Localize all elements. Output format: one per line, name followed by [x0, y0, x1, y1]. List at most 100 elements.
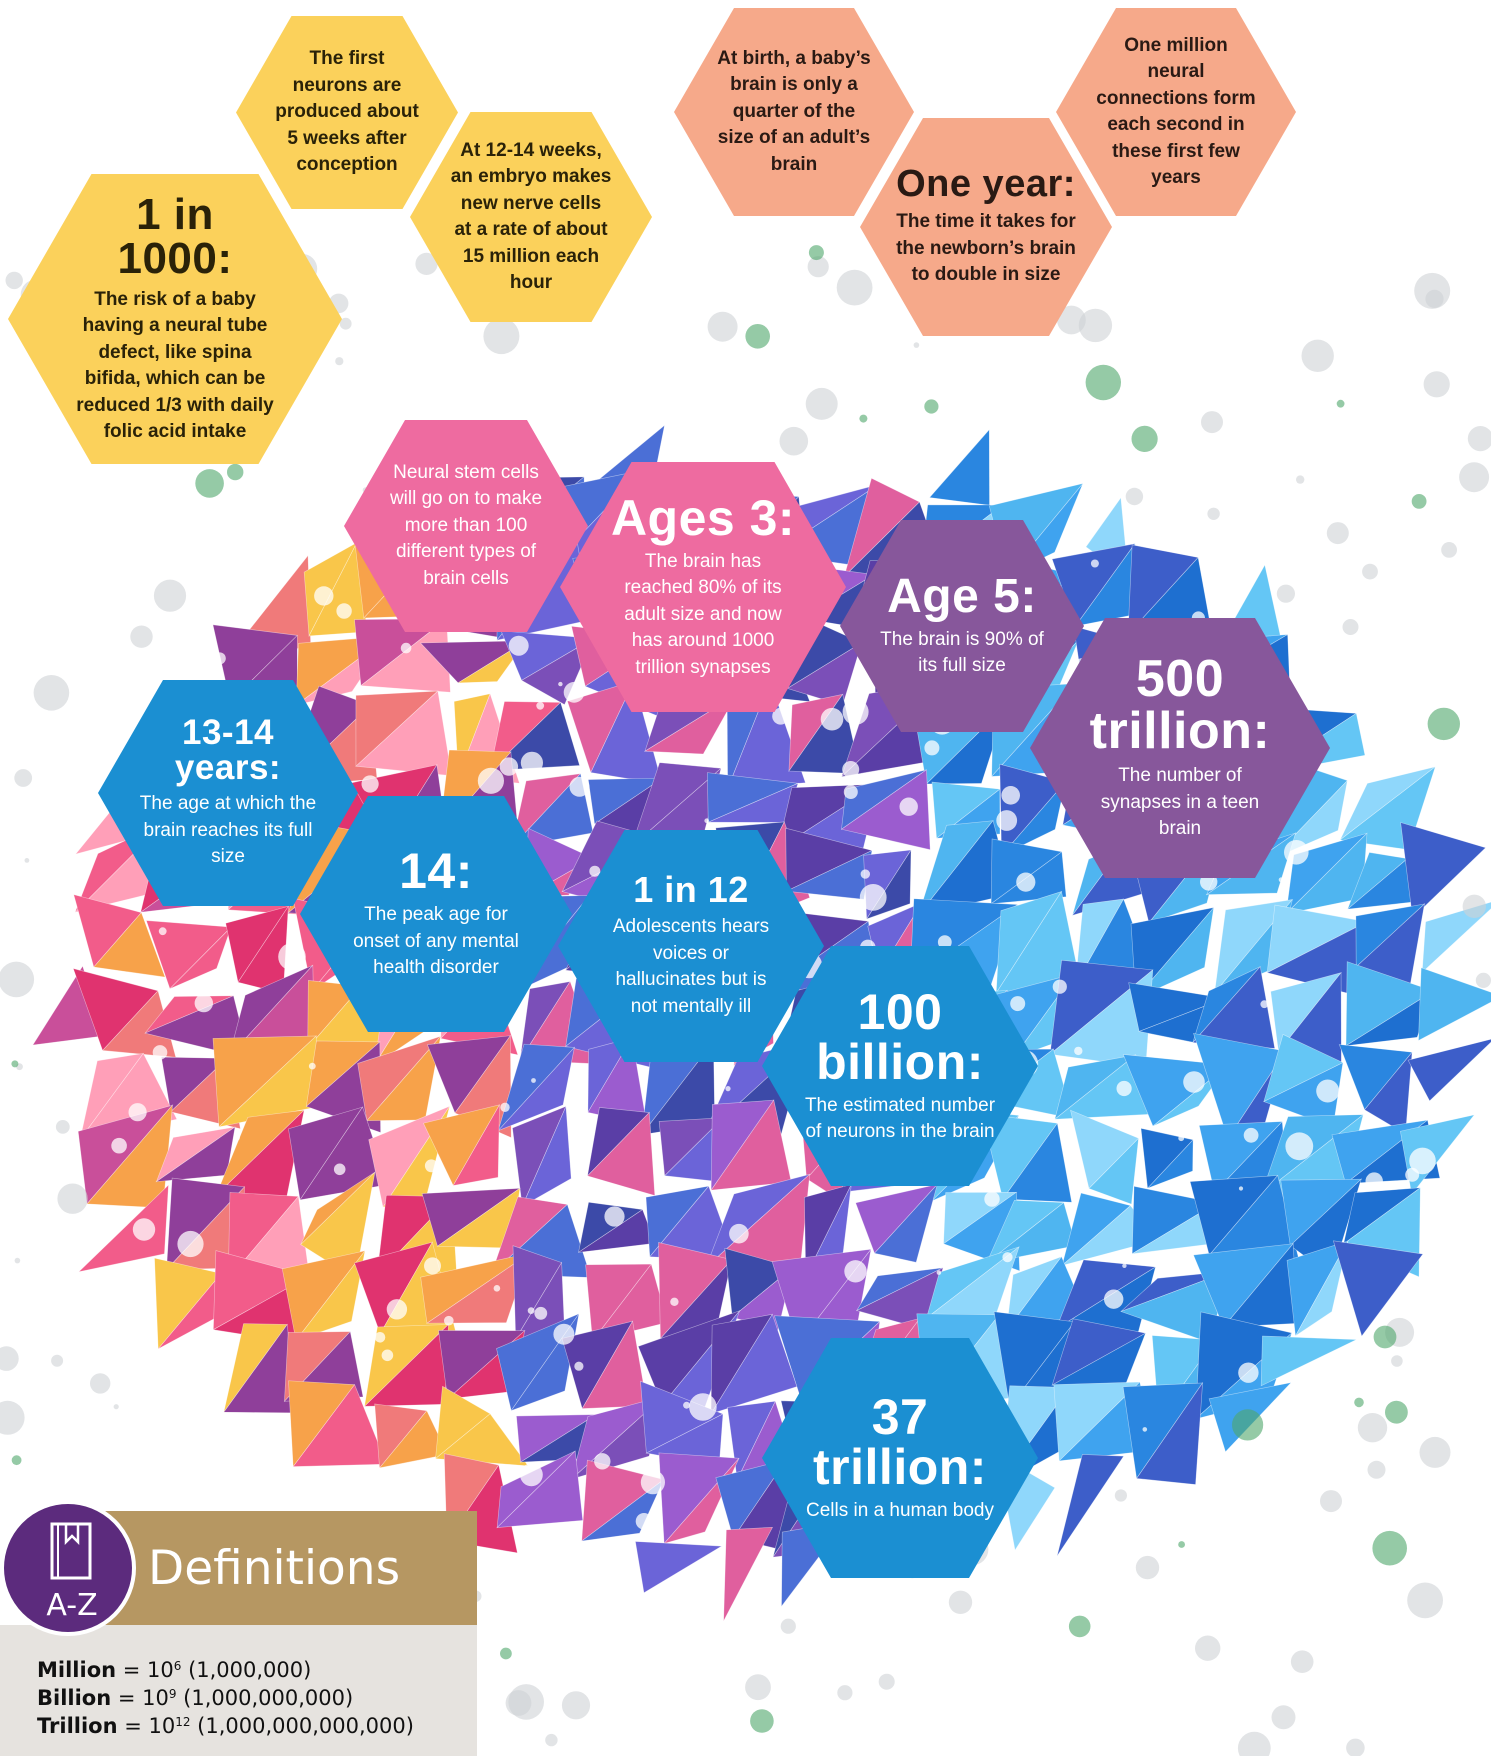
network-dot: [415, 252, 438, 275]
fact-headline-number: 37: [871, 1388, 929, 1445]
network-dot: [750, 1709, 774, 1733]
network-dot: [1183, 1071, 1205, 1093]
network-dot: [1354, 1397, 1364, 1408]
definition-term: Billion: [37, 1686, 112, 1710]
network-dot: [820, 707, 844, 731]
network-dot: [1232, 1409, 1264, 1441]
network-dot: [1467, 426, 1491, 452]
fact-headline: 1 in 12: [633, 869, 749, 910]
network-dot: [477, 767, 504, 794]
definition-value: (1,000,000,000,000): [190, 1714, 414, 1738]
definition-million: Million = 106 (1,000,000): [37, 1658, 311, 1682]
network-dot: [1409, 1147, 1436, 1175]
network-dot: [936, 1270, 942, 1275]
network-dot: [937, 935, 952, 949]
fact-text: The brain has reached 80% of its adult s…: [624, 550, 782, 678]
brain-polygon: [1400, 822, 1487, 919]
network-dot: [11, 1455, 22, 1466]
definition-equals: = 10: [111, 1686, 169, 1710]
network-dot: [14, 1257, 21, 1264]
network-dot: [837, 1685, 853, 1701]
book-icon: [50, 1522, 92, 1580]
network-dot: [1201, 411, 1223, 434]
network-dot: [508, 635, 529, 656]
brain-polygon: [928, 428, 990, 506]
network-dot: [531, 1078, 536, 1083]
network-dot: [158, 927, 167, 936]
network-dot: [194, 993, 213, 1013]
fact-headline: Ages 3:: [610, 489, 796, 546]
fact-text: The risk of a baby having a neural tube …: [76, 288, 274, 443]
network-dot: [339, 317, 352, 330]
network-dot: [772, 707, 789, 725]
fact-13-14-years: 13-14 years: The age at which the brain …: [98, 680, 358, 906]
network-dot: [1365, 1172, 1383, 1190]
network-dot: [51, 1354, 64, 1367]
network-dot: [213, 652, 226, 665]
brain-polygon: [1001, 781, 1066, 856]
fact-text: The time it takes for the newborn’s brai…: [896, 211, 1076, 286]
network-dot: [1357, 1413, 1388, 1443]
network-dot: [1090, 559, 1099, 568]
network-dot: [683, 1401, 691, 1409]
definition-value: (1,000,000): [181, 1658, 312, 1682]
brain-polygon: [292, 1384, 388, 1467]
definition-term: Million: [37, 1658, 117, 1682]
network-dot: [594, 1453, 611, 1470]
definition-billion: Billion = 109 (1,000,000,000): [37, 1686, 353, 1710]
brain-polygon: [586, 1111, 656, 1196]
network-dot: [1425, 289, 1444, 308]
brain-polygon: [366, 1035, 442, 1121]
fact-text: The brain is 90% of its full size: [880, 628, 1044, 677]
fact-one-million: One million neural connections form each…: [1056, 8, 1296, 216]
network-dot: [113, 1404, 119, 1410]
brain-polygon: [452, 1104, 500, 1186]
network-dot: [314, 586, 334, 606]
fact-headline: 14:: [399, 843, 473, 900]
network-dot: [132, 1218, 156, 1241]
network-dot: [1475, 972, 1491, 989]
network-dot: [745, 324, 770, 349]
brain-polygon: [1135, 906, 1215, 999]
definitions-title: Definitions: [148, 1540, 401, 1596]
fact-headline: 1 in 1000:: [117, 189, 233, 283]
brain-polygon: [581, 1320, 648, 1409]
network-dot: [1373, 1325, 1397, 1349]
network-dot: [924, 740, 940, 756]
brain-polygon: [710, 1313, 798, 1415]
network-dot: [1284, 840, 1309, 865]
fact-text: At 12-14 weeks, an embryo makes new nerv…: [450, 139, 612, 294]
network-dot: [11, 1060, 19, 1068]
network-dot: [1385, 1400, 1408, 1424]
fact-headline-unit: trillion:: [1089, 702, 1271, 761]
network-dot: [569, 776, 590, 797]
network-dot: [545, 1733, 558, 1747]
brain-polygon: [986, 1202, 1077, 1264]
fact-ages-3: Ages 3: The brain has reached 80% of its…: [560, 462, 846, 712]
definition-exponent: 6: [173, 1659, 182, 1673]
fact-text: At birth, a baby’s brain is only a quart…: [717, 47, 871, 175]
network-dot: [1178, 1541, 1185, 1548]
network-dot: [574, 1361, 584, 1371]
network-dot: [1002, 1252, 1013, 1263]
network-dot: [842, 761, 860, 778]
brain-polygon: [710, 1099, 792, 1191]
network-dot: [55, 1120, 70, 1134]
network-dot: [400, 642, 412, 654]
brain-polygon: [1002, 1122, 1073, 1203]
fact-text: Cells in a human body: [806, 1499, 994, 1521]
brain-polygon: [497, 1046, 575, 1131]
definition-value: (1,000,000,000): [176, 1686, 354, 1710]
definition-exponent: 9: [168, 1687, 177, 1701]
network-dot: [130, 625, 153, 648]
network-dot: [589, 865, 601, 877]
network-dot: [508, 1684, 544, 1720]
network-dot: [1427, 707, 1461, 741]
fact-first-neurons: The first neurons are produced about 5 w…: [236, 16, 458, 209]
network-dot: [1372, 1530, 1407, 1566]
network-dot: [0, 1400, 25, 1435]
network-dot: [1367, 1460, 1386, 1479]
network-dot: [5, 271, 23, 290]
network-dot: [527, 1307, 535, 1314]
network-dot: [1052, 979, 1067, 994]
